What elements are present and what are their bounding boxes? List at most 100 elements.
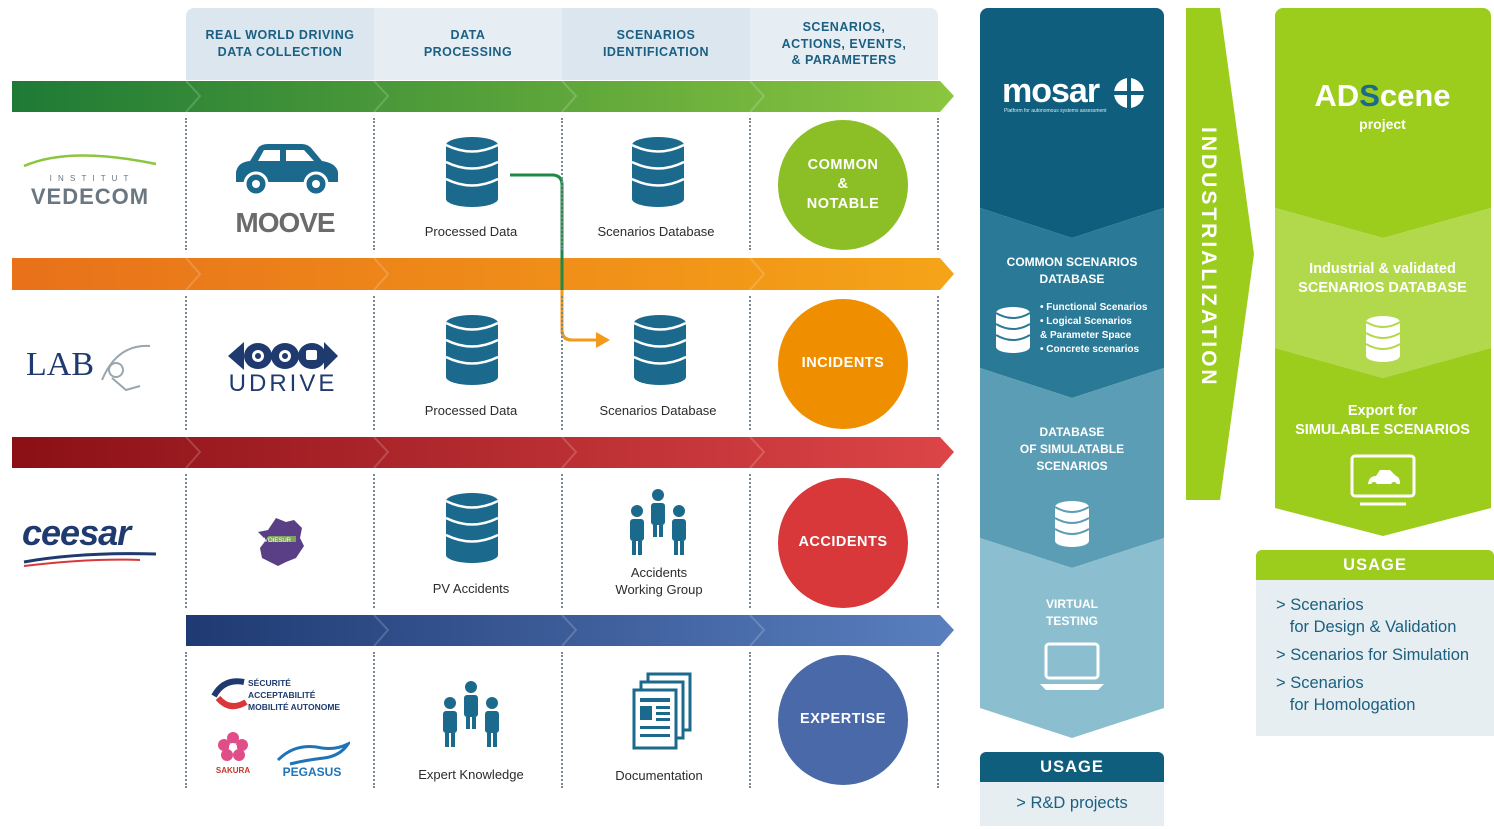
industrialization-arrow	[1186, 8, 1254, 500]
adscene-usage-header: USAGE	[1256, 550, 1494, 580]
moove-logo: MOOVE	[235, 207, 335, 238]
database-icon	[1365, 316, 1401, 362]
common-db-item: • Logical Scenarios & Parameter Space	[1040, 316, 1132, 341]
separator	[373, 474, 375, 608]
separator	[561, 296, 563, 430]
udrive-icons	[228, 342, 338, 370]
row-arrows	[12, 80, 954, 647]
lab-logo-text: LAB	[26, 346, 94, 383]
database-icon	[633, 315, 687, 385]
mosar-usage-box: > R&D projects	[980, 782, 1164, 826]
category-incidents: INCIDENTS	[778, 299, 908, 429]
vedecom-logo: I N S T I T U T VEDECOM	[20, 150, 160, 210]
ceesar-logo-text: ceesar	[22, 512, 131, 553]
pegasus-icon	[276, 741, 350, 766]
separator	[749, 118, 751, 250]
working-group-icon	[630, 489, 686, 555]
virtual-testing-title: VIRTUAL TESTING	[1045, 597, 1098, 628]
adscene-usage-box: > Scenarios for Design & Validation > Sc…	[1256, 580, 1494, 736]
separator	[373, 296, 375, 430]
expert-group-icon	[443, 681, 499, 747]
vedecom-logo-text: VEDECOM	[30, 184, 150, 209]
mosar-logo: mosar Platform for autonomous systems as…	[1000, 72, 1150, 120]
separator	[185, 474, 187, 608]
separator	[373, 652, 375, 788]
adscene-subtitle: project	[1359, 116, 1406, 132]
header-band-alt-2	[750, 8, 938, 80]
sakura-icon	[218, 732, 248, 761]
separator	[937, 652, 939, 788]
database-icon	[631, 137, 685, 207]
separator	[185, 118, 187, 250]
usage-item: > Scenarios for Design & Validation	[1276, 596, 1457, 637]
separator	[749, 474, 751, 608]
laptop-icon	[1040, 642, 1104, 690]
documentation-icon	[632, 672, 692, 750]
category-common-notable: COMMON & NOTABLE	[778, 120, 908, 250]
category-expertise: EXPERTISE	[778, 655, 908, 785]
car-icon	[236, 144, 338, 197]
lab-logo: LAB	[26, 340, 156, 396]
common-db-item: • Concrete scenarios	[1040, 344, 1140, 355]
separator	[937, 474, 939, 608]
simulation-screen-icon	[1350, 454, 1416, 506]
separator	[561, 652, 563, 788]
adscene-title-a: AD	[1314, 78, 1360, 113]
header-data-collection: REAL WORLD DRIVING DATA COLLECTION	[205, 28, 355, 59]
mosar-usage-header: USAGE	[980, 752, 1164, 782]
scenarios-database-label: Scenarios Database	[597, 224, 715, 239]
france-map-icon	[258, 518, 304, 566]
arrow-red	[12, 436, 954, 469]
database-icon	[995, 307, 1031, 353]
adscene-title-b: S	[1359, 78, 1380, 113]
arrow-orange	[12, 257, 954, 291]
processed-data-label: Processed Data	[424, 403, 518, 418]
category-accidents: ACCIDENTS	[778, 478, 908, 608]
usage-item: > R&D projects	[1016, 794, 1128, 812]
sakura-logo-text: SAKURA	[215, 766, 251, 775]
separator	[373, 118, 375, 250]
adscene-column	[1275, 8, 1491, 536]
accidents-working-group-label: Accidents Working Group	[615, 565, 703, 597]
adscene-title: ADScene	[1275, 78, 1490, 114]
separator	[749, 296, 751, 430]
udrive-logo: UDRIVE	[228, 370, 338, 397]
pv-accidents-label: PV Accidents	[432, 581, 510, 596]
usage-item: > Scenarios for Simulation	[1276, 646, 1470, 664]
header-band-alt-1	[374, 8, 562, 80]
ceesar-logo: ceesar	[20, 512, 160, 568]
adscene-export-text: Export for SIMULABLE SCENARIOS	[1295, 403, 1470, 438]
sam-logo-line-1: SÉCURITÉ	[248, 678, 291, 688]
database-icon	[445, 493, 499, 563]
industrialization-label: INDUSTRIALIZATION	[1197, 127, 1220, 388]
pegasus-logo-text: PEGASUS	[282, 765, 342, 779]
sam-logo: SÉCURITÉ ACCEPTABILITÉ MOBILITÉ AUTONOME	[210, 676, 360, 716]
common-db-item: • Functional Scenarios	[1040, 302, 1148, 313]
sam-logo-line-2: ACCEPTABILITÉ	[248, 690, 316, 700]
arrow-green	[12, 80, 954, 113]
voiesur-logo-text: VOIESUR	[264, 538, 292, 544]
documentation-label: Documentation	[615, 768, 703, 783]
processed-data-label: Processed Data	[424, 224, 518, 239]
header-scenarios-parameters: SCENARIOS, ACTIONS, EVENTS, & PARAMETERS	[781, 19, 907, 68]
separator	[185, 296, 187, 430]
mosar-tagline: Platform for autonomous systems assessme…	[1004, 108, 1107, 114]
scenarios-database-label: Scenarios Database	[599, 403, 717, 418]
database-icon	[445, 315, 499, 385]
database-icon	[1054, 501, 1090, 547]
separator	[937, 118, 939, 250]
separator	[937, 296, 939, 430]
mosar-column	[980, 8, 1164, 738]
database-icon	[445, 137, 499, 207]
adscene-title-c: cene	[1379, 78, 1451, 113]
header-scenarios-identification: SCENARIOS IDENTIFICATION	[602, 28, 710, 59]
separator	[185, 652, 187, 788]
header-data-processing: DATA PROCESSING	[423, 28, 513, 59]
mosar-logo-text: mosar	[1002, 72, 1100, 110]
expert-knowledge-label: Expert Knowledge	[418, 767, 524, 782]
arrow-blue	[186, 614, 954, 647]
common-scenarios-db-title: COMMON SCENARIOS DATABASE	[1006, 255, 1138, 286]
common-db-items: • Functional Scenarios • Logical Scenari…	[1040, 301, 1164, 357]
simulable-db-title: DATABASE OF SIMULATABLE SCENARIOS	[1019, 425, 1125, 473]
usage-item: > Scenarios for Homologation	[1276, 674, 1416, 715]
